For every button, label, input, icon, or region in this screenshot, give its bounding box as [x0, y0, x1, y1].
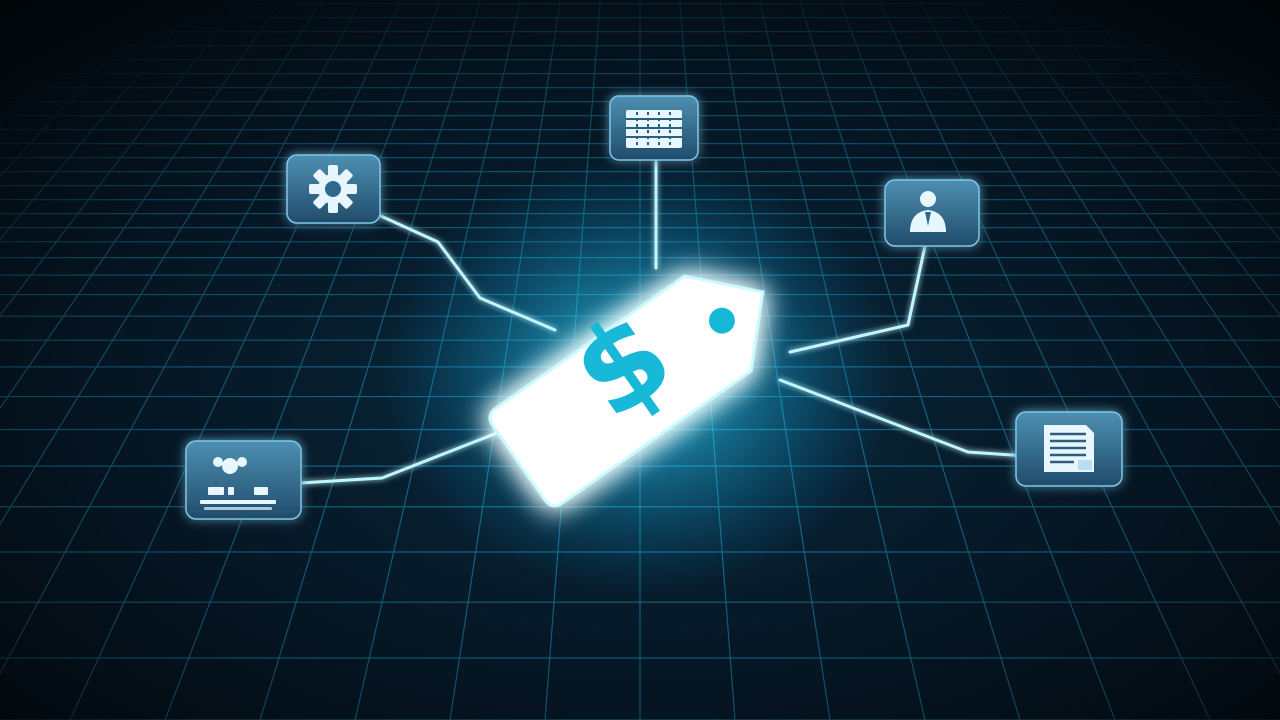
grid-line [0, 0, 123, 124]
grid-line [0, 0, 362, 675]
grid-line [878, 0, 1211, 720]
grid-line [1077, 0, 1280, 241]
grid-line [164, 0, 442, 720]
spreadsheet-icon [626, 110, 682, 148]
connection-team [298, 418, 532, 485]
tag-hole [708, 307, 735, 334]
connections [298, 156, 1028, 485]
grid-line [838, 0, 1116, 720]
grid-line [259, 0, 482, 720]
connection-settings [370, 210, 557, 332]
grid-line [0, 0, 243, 317]
node-team [185, 440, 302, 520]
team-network-icon [200, 457, 276, 510]
node-user [884, 179, 980, 247]
grid-line [798, 0, 1021, 720]
grid-line [1157, 0, 1280, 124]
node-invoice [1015, 411, 1123, 487]
grid-line [1037, 0, 1280, 317]
grid-line [0, 0, 163, 178]
grid-line [0, 0, 322, 526]
grid-line [69, 0, 402, 720]
node-settings [286, 154, 381, 224]
grid-line [958, 0, 1280, 526]
connection-user [788, 244, 927, 354]
price-tag-dollar-icon [488, 274, 765, 508]
price-tag: $ [488, 274, 765, 508]
grid-line [1117, 0, 1280, 178]
grid-line [918, 0, 1280, 675]
gear-icon [309, 165, 357, 213]
grid-line [0, 0, 282, 410]
user-icon [910, 191, 946, 232]
grid-line [0, 0, 203, 241]
connection-invoice [778, 378, 1028, 458]
grid-line [998, 0, 1280, 410]
node-spreadsheet [609, 95, 699, 161]
document-list-icon [1044, 425, 1094, 472]
